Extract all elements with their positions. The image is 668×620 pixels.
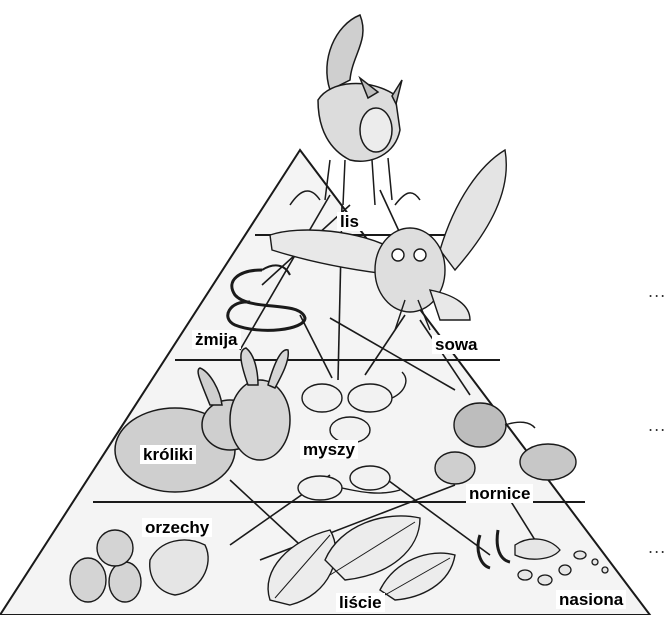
label-nornice: nornice — [466, 484, 533, 503]
answer-dots-top: ... — [648, 282, 666, 301]
label-zmija: żmija — [192, 330, 241, 349]
label-myszy: myszy — [300, 440, 358, 459]
answer-dots-bottom: ... — [648, 538, 666, 557]
label-liscie: liście — [336, 593, 385, 612]
label-orzechy: orzechy — [142, 518, 212, 537]
label-nasiona: nasiona — [556, 590, 626, 609]
label-kroliki: króliki — [140, 445, 196, 464]
label-lis: lis — [337, 212, 362, 231]
label-sowa: sowa — [432, 335, 481, 354]
answer-dots-middle: ... — [648, 416, 666, 435]
